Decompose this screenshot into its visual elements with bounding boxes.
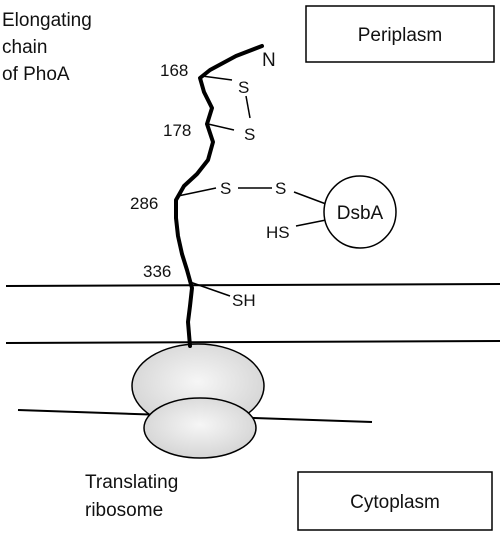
dsba-label: DsbA [337,203,384,224]
sulfur-2a: S [220,179,231,198]
n-terminus-label: N [262,50,276,71]
bond-hs-dsba [295,219,327,227]
residue-168-label: 168 [160,61,188,80]
periplasm-box [305,5,495,63]
cytoplasm-label: Cytoplasm [350,492,440,513]
polypeptide-chain [174,44,264,348]
sulfur-1a: S [238,78,249,97]
chain-label-line-2: chain [2,37,47,58]
sulfur-2b: S [275,179,286,198]
dsba-thiol-label: HS [266,223,290,242]
cytoplasm-box [297,471,493,531]
membrane-bottom-line [5,340,500,344]
residue-178-label: 178 [163,121,191,140]
sulfur-1b: S [244,125,255,144]
bond-178-s [207,123,235,131]
bond-168-s [201,75,233,81]
membrane-top-line [5,283,500,287]
free-thiol-label: SH [232,291,256,310]
bond-s-dsba [293,191,327,205]
periplasm-label: Periplasm [358,25,442,46]
ribosome-small-subunit [143,397,257,459]
ribosome-label-line-1: Translating [85,472,178,493]
chain-label-line-3: of PhoA [2,64,70,85]
ribosome-label-line-2: ribosome [85,500,163,521]
residue-286-label: 286 [130,194,158,213]
chain-label-line-1: Elongating [2,10,92,31]
dsba-circle [323,175,397,249]
bond-336-sh [189,281,231,297]
bond-286-s [177,187,217,197]
disulfide-bond-1 [245,95,251,119]
residue-336-label: 336 [143,262,171,281]
